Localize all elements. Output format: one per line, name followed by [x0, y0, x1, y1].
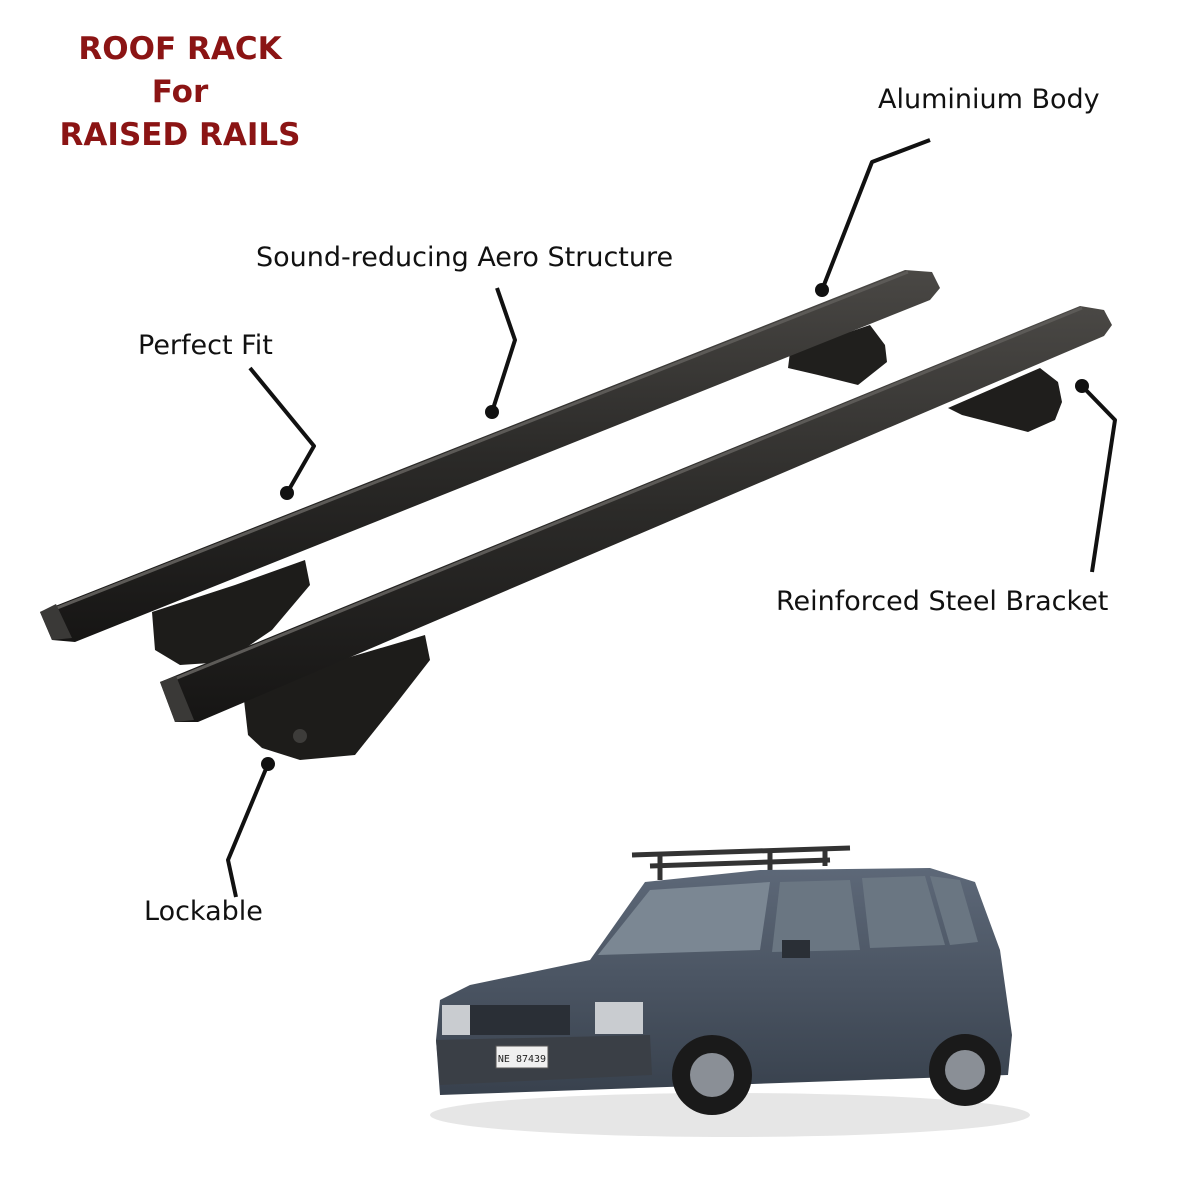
callout-steel-bracket: Reinforced Steel Bracket — [776, 586, 1109, 617]
license-plate: NE 87439 — [498, 1054, 546, 1065]
callout-dot-aero — [485, 405, 499, 419]
callout-aluminium-body: Aluminium Body — [878, 84, 1100, 115]
title-line-3: RAISED RAILS — [59, 117, 301, 153]
roof-bar-rear — [40, 270, 940, 665]
callout-line-aluminium — [820, 138, 931, 291]
callout-dot-aluminium — [815, 283, 829, 297]
callout-dot-bracket — [1075, 379, 1089, 393]
title-line-1: ROOF RACK — [78, 31, 282, 67]
callout-dot-lock — [261, 757, 275, 771]
callout-dot-fit — [280, 486, 294, 500]
front-left-bracket — [152, 560, 310, 665]
callout-lockable: Lockable — [144, 896, 263, 927]
roof-bar-front — [160, 306, 1112, 760]
callout-line-fit — [248, 366, 316, 494]
callout-perfect-fit: Perfect Fit — [138, 330, 273, 361]
product-title: ROOF RACK For RAISED RAILS — [40, 28, 320, 157]
callout-line-aero — [490, 287, 517, 413]
car-photo: NE 87439 — [430, 845, 1030, 1137]
callout-line-lock — [226, 763, 270, 898]
title-line-2: For — [151, 74, 209, 110]
callout-aero-structure: Sound-reducing Aero Structure — [256, 242, 674, 273]
rear-right-bracket — [788, 325, 887, 385]
callout-line-bracket — [1080, 384, 1117, 573]
front-right-bracket — [948, 368, 1062, 432]
front-left-bracket-lower — [244, 635, 430, 760]
